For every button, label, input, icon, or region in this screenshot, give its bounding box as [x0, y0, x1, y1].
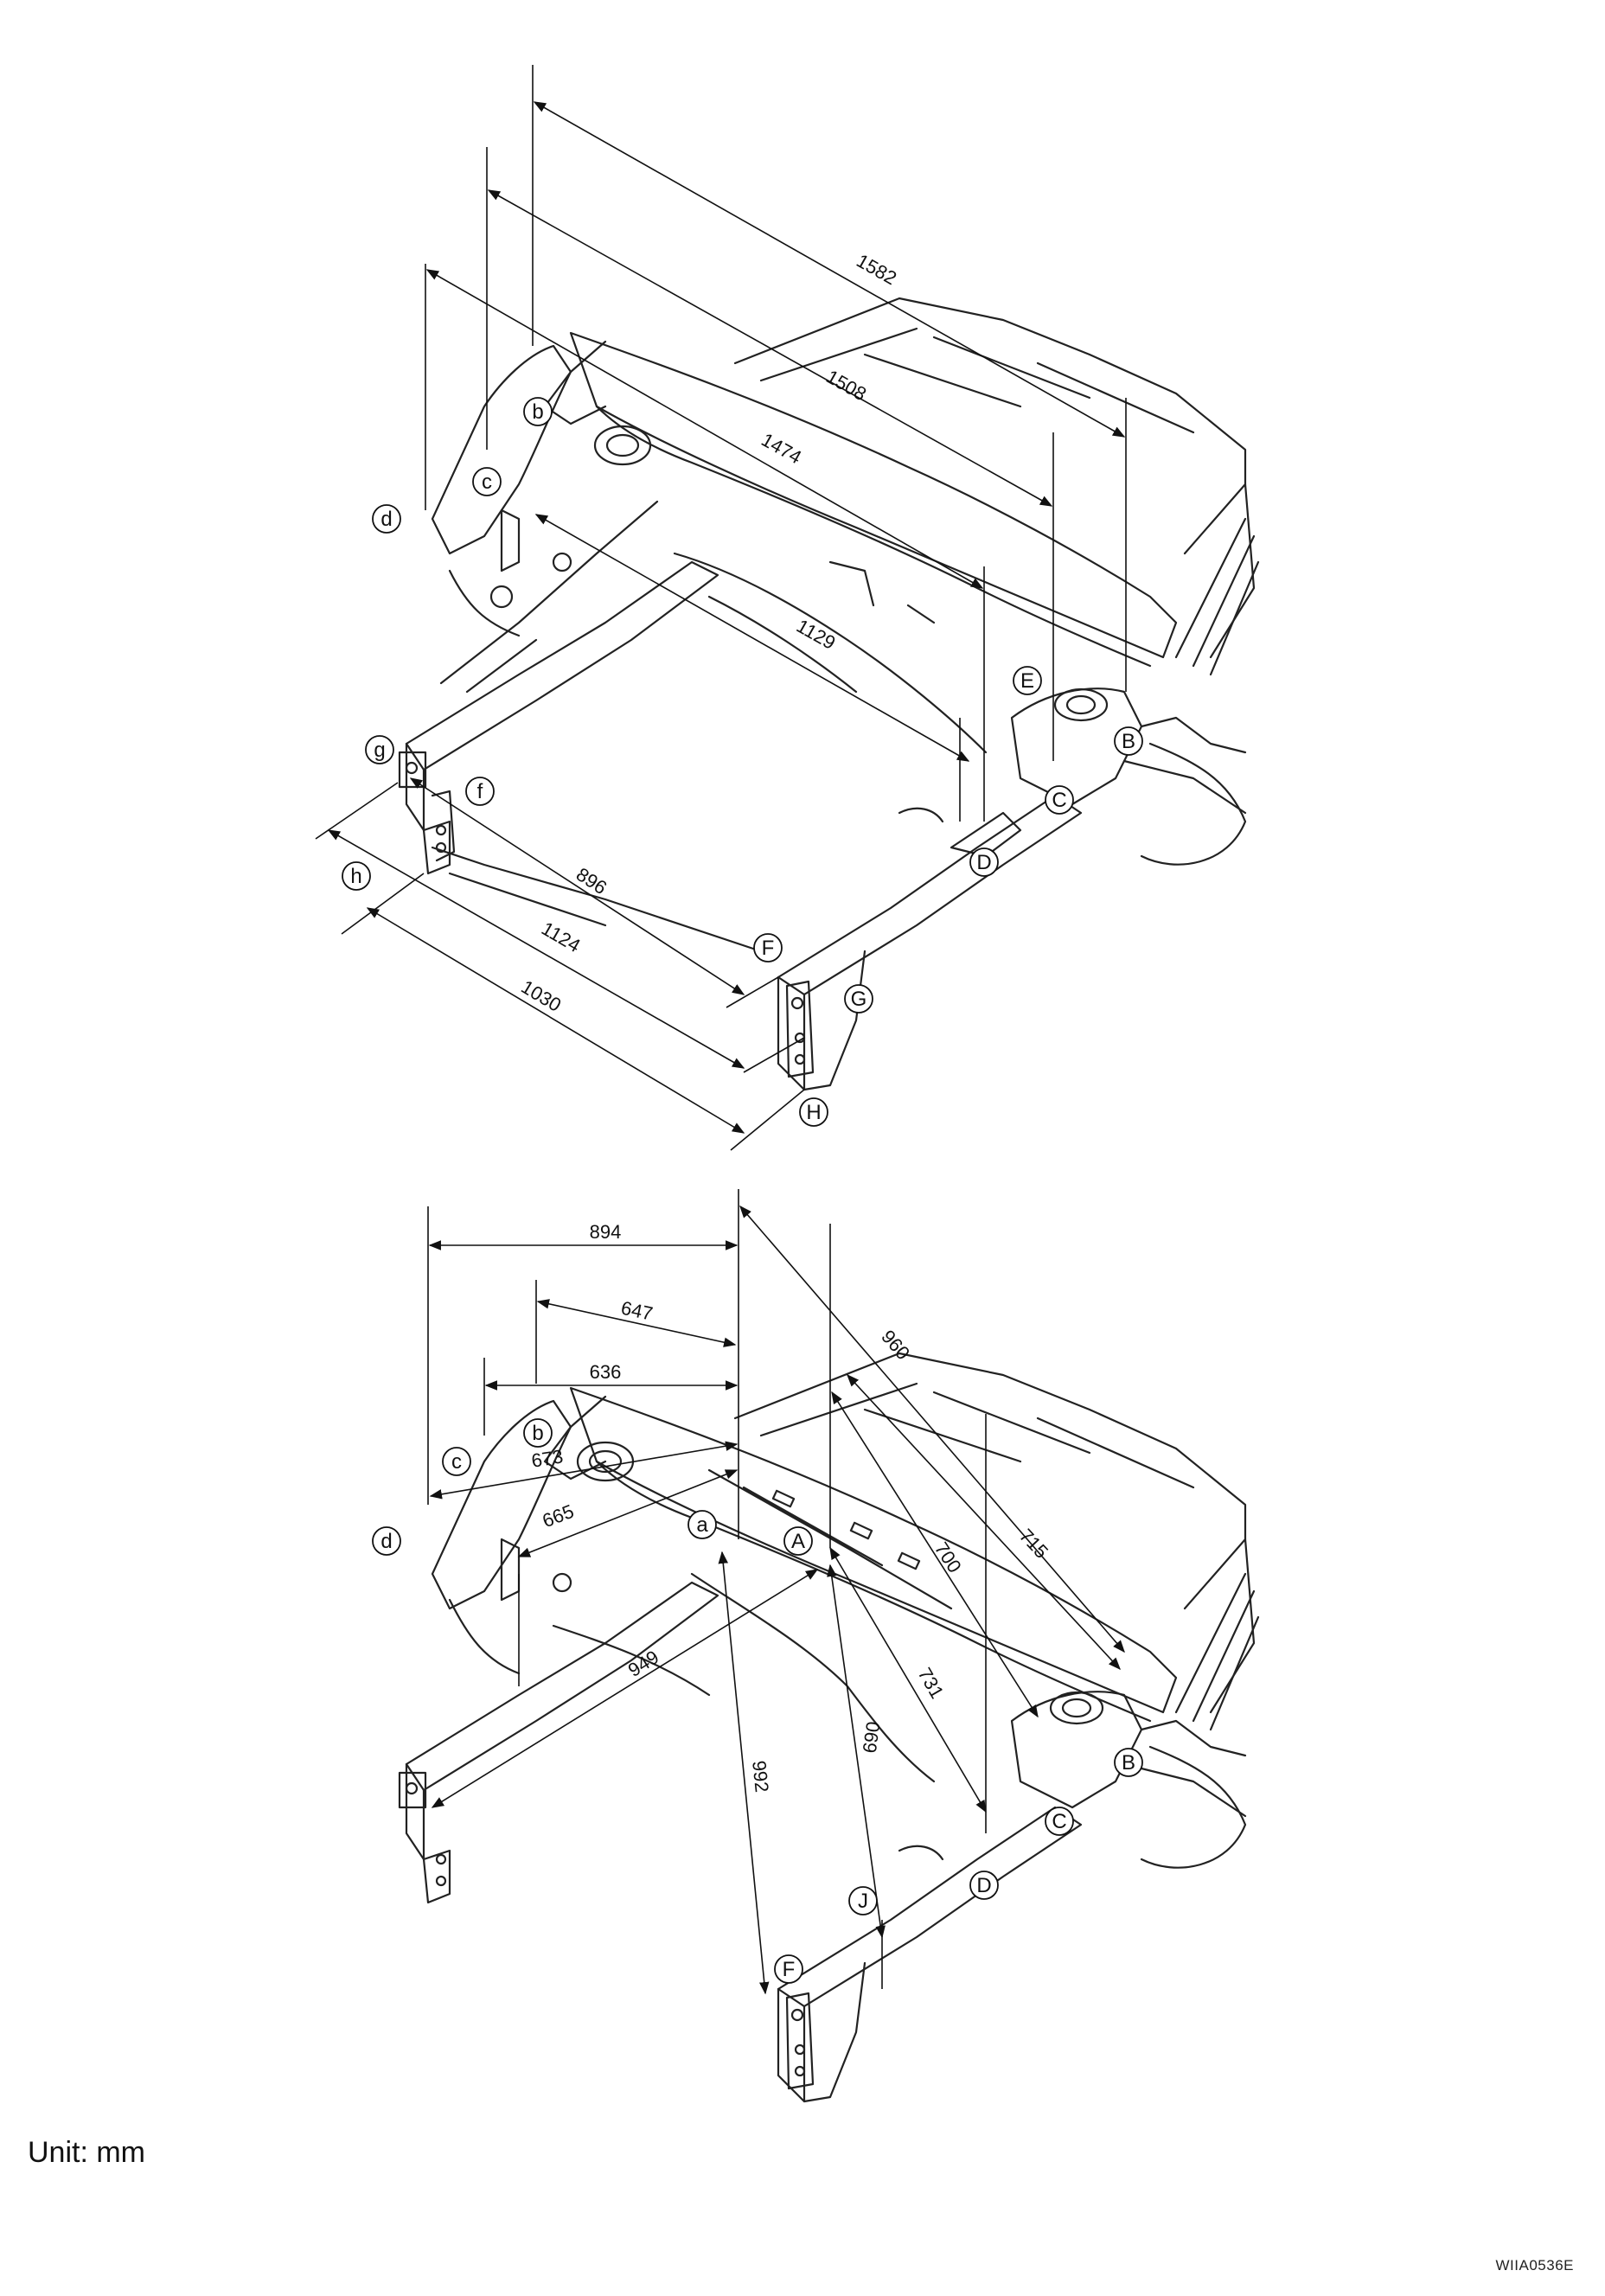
dim-label-960: 960	[877, 1326, 914, 1364]
dim-label-1030: 1030	[517, 975, 565, 1016]
point-label: a	[696, 1513, 708, 1537]
dim-label-949: 949	[624, 1646, 662, 1681]
dim-label-690: 690	[859, 1720, 885, 1755]
bottom-vehicle-frame-outline	[398, 1352, 1260, 2103]
point-label: d	[380, 1530, 392, 1553]
point-label: B	[1122, 1751, 1135, 1775]
dim-label-715: 715	[1015, 1525, 1052, 1563]
point-label: B	[1122, 730, 1135, 753]
point-label: D	[976, 851, 991, 874]
point-marker-f-top: f	[465, 777, 495, 806]
point-label: b	[532, 1422, 543, 1445]
point-marker-d-bottom: d	[372, 1526, 401, 1556]
bottom-dimension-lines	[427, 1189, 1125, 1995]
point-marker-d-top: d	[372, 504, 401, 534]
point-marker-B-bottom: B	[1114, 1748, 1143, 1777]
point-marker-F-bottom: F	[774, 1954, 803, 1984]
point-label: J	[858, 1890, 868, 1913]
dim-label-1582: 1582	[853, 250, 900, 290]
point-label: C	[1052, 789, 1066, 812]
point-marker-C-top: C	[1045, 785, 1074, 815]
point-marker-F-top: F	[753, 933, 783, 963]
point-label: E	[1020, 669, 1034, 693]
point-marker-g-top: g	[365, 735, 394, 764]
point-label: G	[851, 988, 867, 1011]
dimension-labels: 1582 1508 1474 1129 896 1124 1030 894 64…	[517, 250, 1052, 1794]
point-marker-c-top: c	[472, 467, 502, 496]
figure-code: WIIA0536E	[1495, 2257, 1574, 2274]
point-label: F	[762, 937, 775, 960]
point-marker-b-top: b	[523, 397, 553, 426]
point-marker-a-bottom: a	[687, 1510, 717, 1539]
point-marker-G-top: G	[844, 984, 873, 1014]
dim-label-894: 894	[590, 1221, 622, 1243]
measurement-point-markers: b c d g f h E B C D F G H b c d a A B C …	[342, 397, 1143, 1984]
dim-label-636: 636	[590, 1361, 622, 1383]
point-marker-H-top: H	[799, 1097, 828, 1127]
dim-label-1474: 1474	[758, 429, 805, 469]
point-marker-b-bottom: b	[523, 1418, 553, 1448]
point-marker-D-top: D	[969, 847, 999, 877]
point-label: c	[482, 470, 492, 494]
point-marker-h-top: h	[342, 861, 371, 891]
point-label: c	[451, 1450, 462, 1474]
point-label: g	[374, 739, 385, 762]
point-marker-C-bottom: C	[1045, 1807, 1074, 1836]
top-dimension-lines	[315, 65, 1127, 1151]
unit-note: Unit: mm	[28, 2136, 145, 2169]
point-label: d	[380, 508, 392, 531]
dim-label-700: 700	[930, 1538, 966, 1577]
dim-label-665: 665	[540, 1500, 577, 1532]
point-label: H	[806, 1101, 821, 1124]
point-label: h	[350, 865, 361, 888]
point-marker-E-top: E	[1013, 666, 1042, 695]
point-label: b	[532, 400, 543, 424]
point-marker-J-bottom: J	[848, 1886, 878, 1915]
point-label: D	[976, 1874, 991, 1897]
point-marker-D-bottom: D	[969, 1871, 999, 1900]
dim-label-896: 896	[572, 863, 611, 899]
point-marker-A-bottom: A	[783, 1526, 813, 1556]
dim-label-1124: 1124	[538, 918, 584, 956]
point-label: A	[791, 1530, 805, 1553]
point-label: f	[477, 780, 483, 803]
dim-label-1508: 1508	[822, 366, 870, 406]
dim-label-992: 992	[748, 1760, 773, 1794]
dim-label-673: 673	[530, 1445, 565, 1471]
point-marker-B-top: B	[1114, 726, 1143, 756]
point-marker-c-bottom: c	[442, 1447, 471, 1476]
point-label: C	[1052, 1810, 1066, 1833]
point-label: F	[783, 1958, 796, 1981]
dim-label-731: 731	[913, 1664, 948, 1702]
